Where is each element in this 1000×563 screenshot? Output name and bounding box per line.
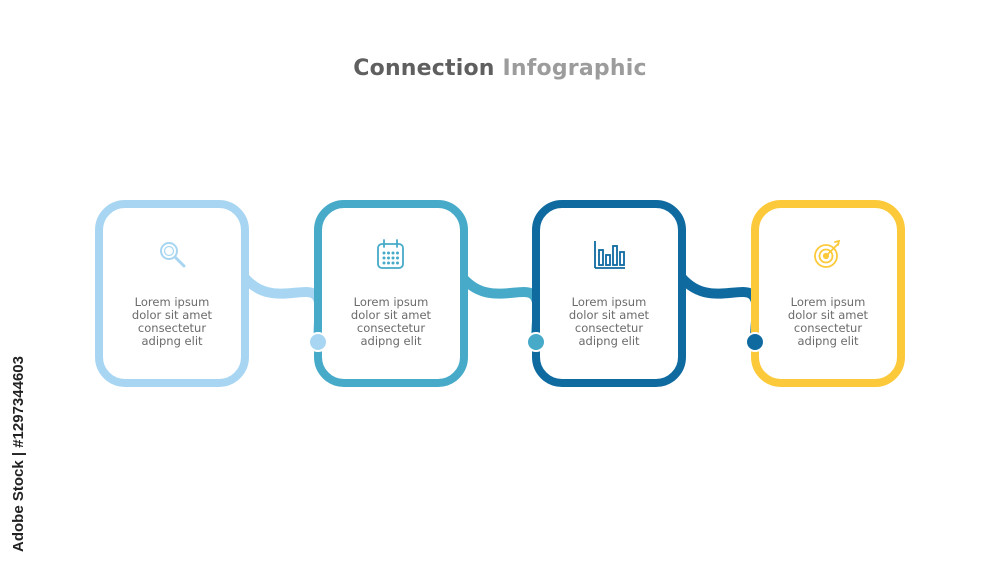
step-2-line-1: Lorem ipsum	[353, 295, 429, 309]
connector-dot-2	[308, 332, 328, 352]
step-4-line-1: Lorem ipsum	[790, 295, 866, 309]
step-1-line-2: dolor sit amet	[131, 308, 213, 322]
connector-2-3	[454, 268, 543, 345]
step-4-line-3: consectetur	[793, 321, 863, 335]
step-2-line-3: consectetur	[356, 321, 426, 335]
step-1-line-3: consectetur	[137, 321, 207, 335]
step-2-text: Lorem ipsum dolor sit amet consectetur a…	[316, 296, 466, 348]
step-3-line-1: Lorem ipsum	[571, 295, 647, 309]
step-2-line-2: dolor sit amet	[350, 308, 432, 322]
connector-dot-3	[526, 332, 546, 352]
stock-credit: Adobe Stock | #1297344603	[10, 356, 27, 552]
step-2-line-4: adipng elit	[360, 334, 422, 348]
step-3-text: Lorem ipsum dolor sit amet consectetur a…	[534, 296, 684, 348]
bar-chart-icon	[594, 241, 625, 269]
magnifier-icon	[160, 242, 186, 268]
calendar-icon	[377, 239, 404, 269]
step-4-frame	[751, 200, 905, 387]
title-part-infographic: Infographic	[502, 56, 647, 81]
step-3-line-2: dolor sit amet	[568, 308, 650, 322]
step-1-line-4: adipng elit	[141, 334, 203, 348]
step-4-text: Lorem ipsum dolor sit amet consectetur a…	[753, 296, 903, 348]
step-1-frame	[95, 200, 249, 387]
step-4-line-2: dolor sit amet	[787, 308, 869, 322]
step-1-text: Lorem ipsum dolor sit amet consectetur a…	[97, 296, 247, 348]
step-4-line-4: adipng elit	[797, 334, 859, 348]
connector-1-2	[236, 268, 325, 345]
connector-3-4	[673, 268, 762, 345]
step-2-frame	[314, 200, 468, 387]
step-3-line-4: adipng elit	[578, 334, 640, 348]
page-title: Connection Infographic	[0, 56, 1000, 81]
step-3-line-3: consectetur	[574, 321, 644, 335]
target-icon	[814, 239, 841, 268]
step-3-frame	[532, 200, 686, 387]
connector-dot-4	[745, 332, 765, 352]
step-1-line-1: Lorem ipsum	[134, 295, 210, 309]
title-part-connection: Connection	[353, 56, 495, 81]
